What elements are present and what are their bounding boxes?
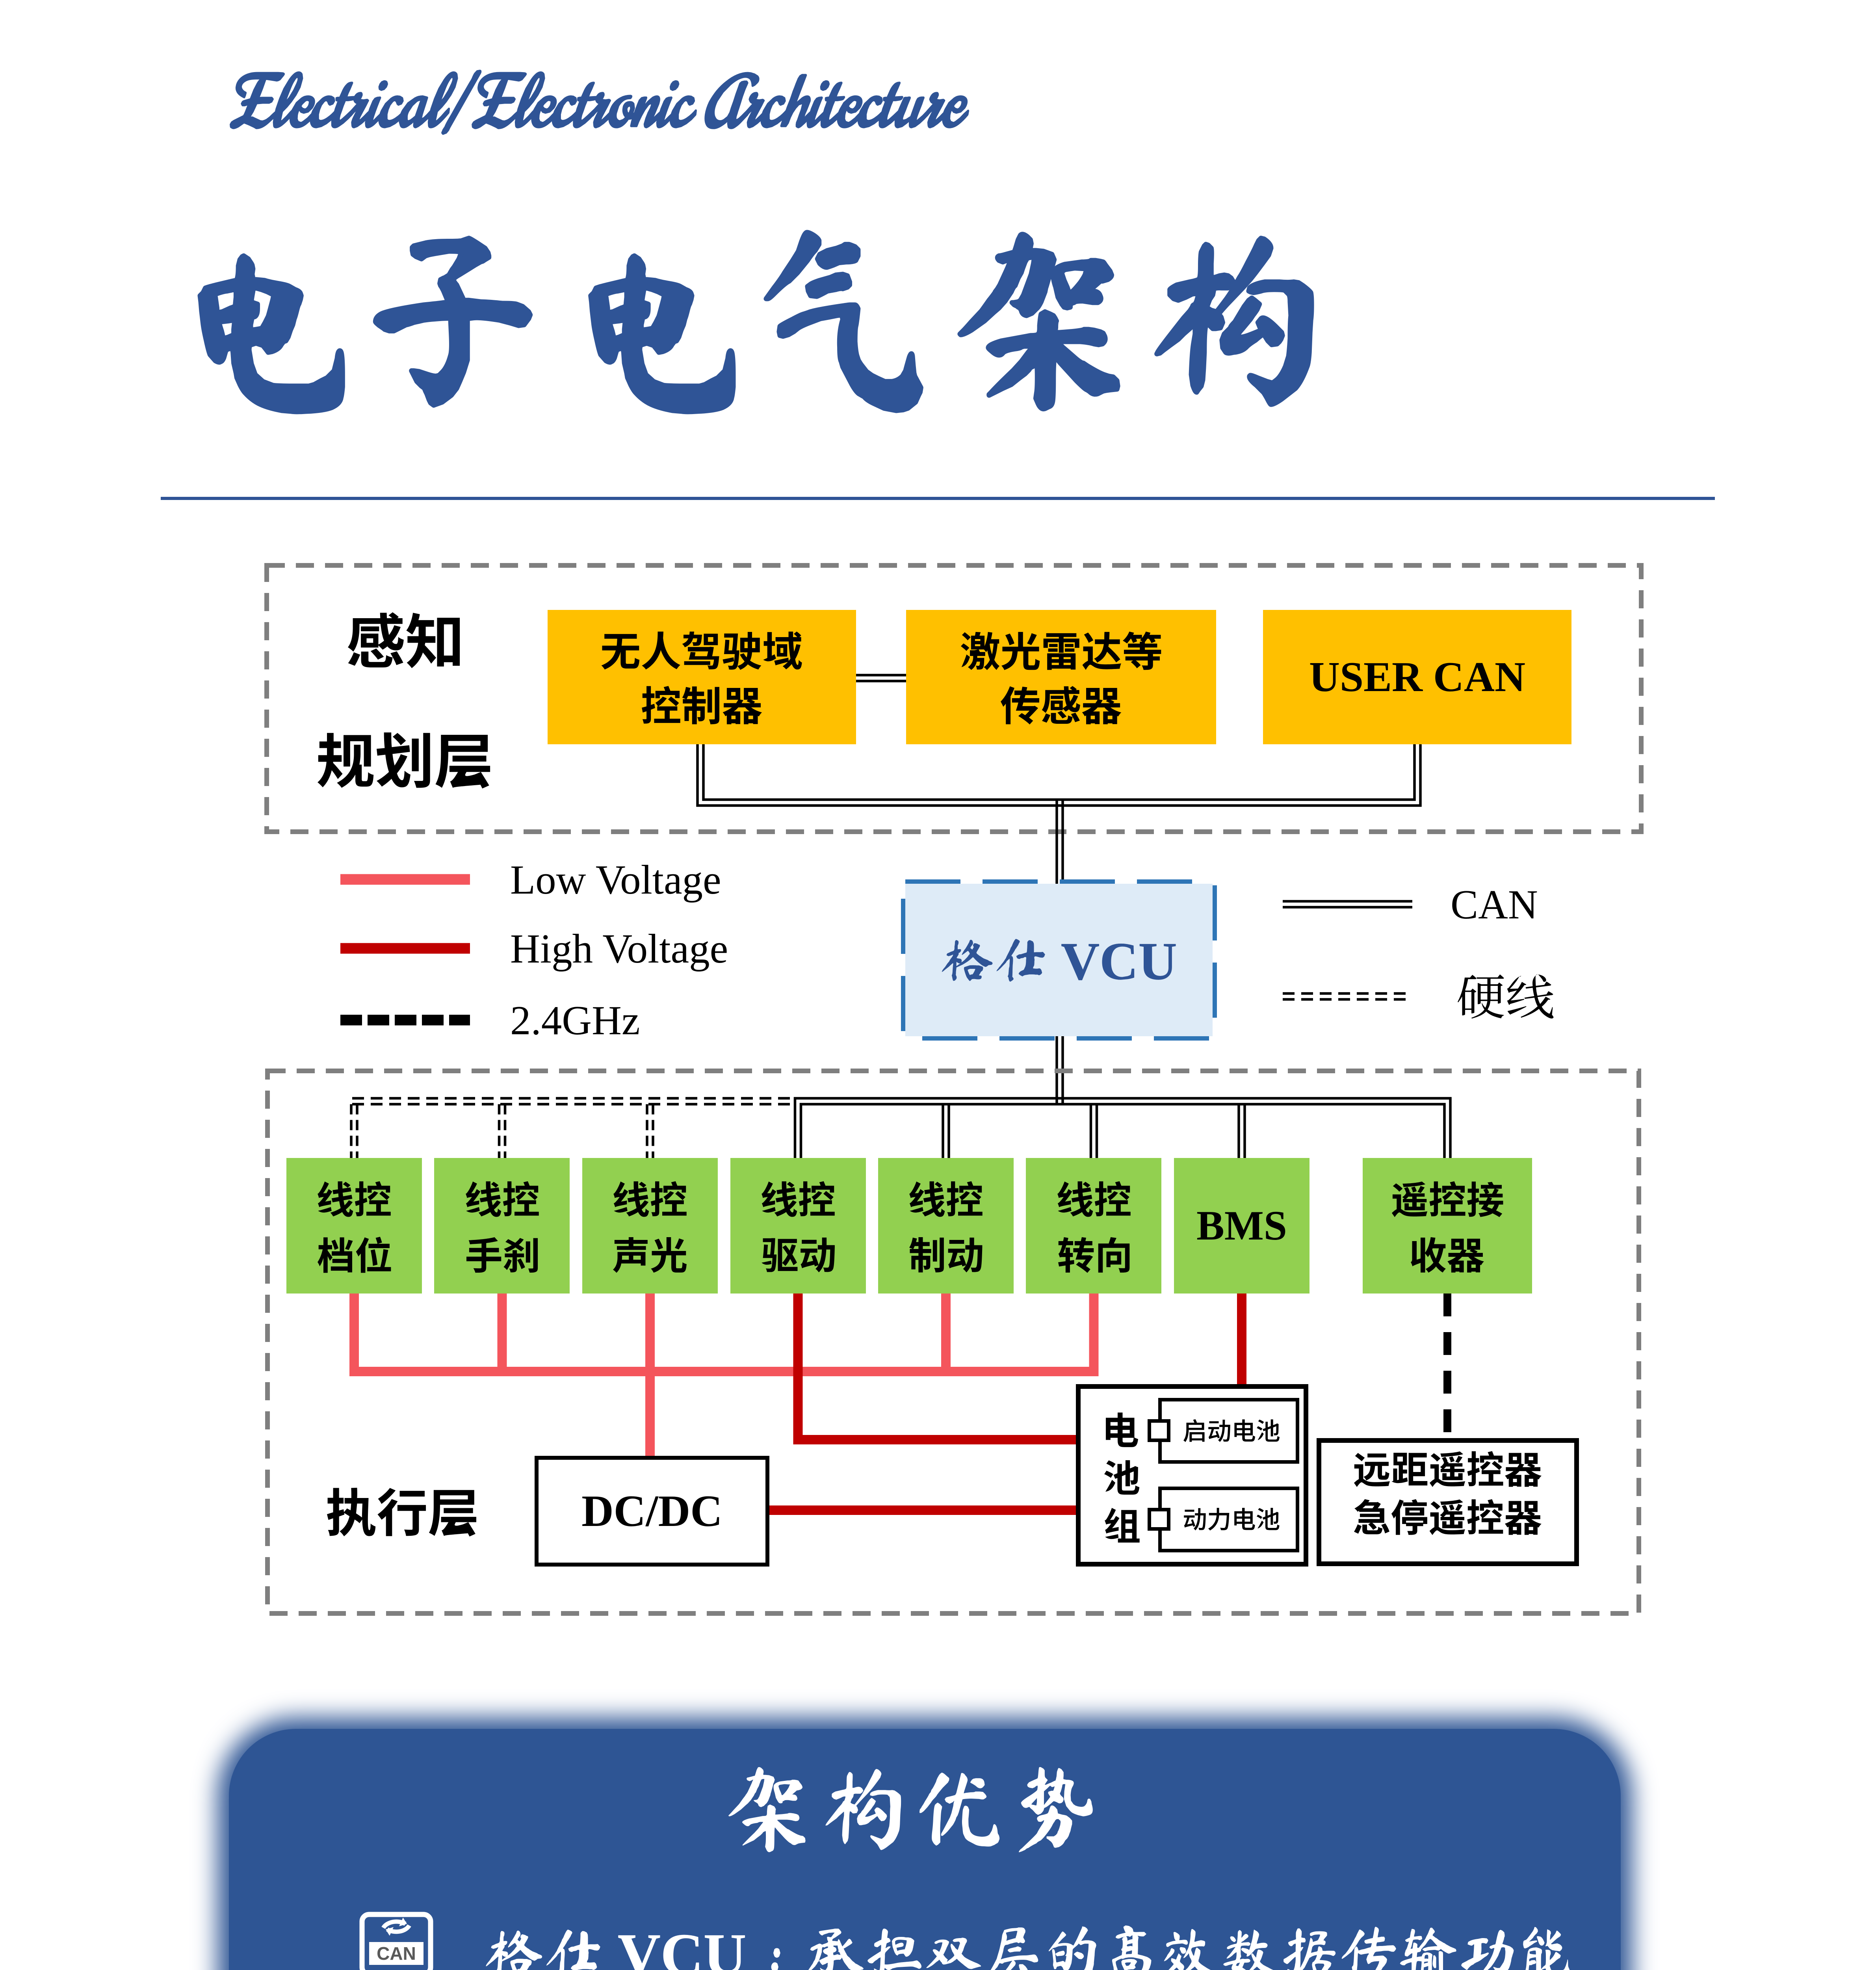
user-can-box-label: USER CAN bbox=[1309, 653, 1526, 701]
adas-domain-controller-box[interactable] bbox=[548, 610, 856, 744]
can-icon-label: CAN bbox=[377, 1943, 416, 1964]
legend-high-voltage-label: High Voltage bbox=[510, 925, 728, 972]
title-separator bbox=[161, 497, 1715, 500]
can-lower-bus bbox=[793, 1097, 1452, 1158]
can-lower-bus bbox=[799, 1103, 1446, 1158]
brake-by-wire-box[interactable] bbox=[878, 1158, 1014, 1294]
lightsound-by-wire-box[interactable] bbox=[582, 1158, 718, 1294]
can-upper-bus bbox=[702, 744, 1416, 801]
steer-by-wire-box[interactable] bbox=[1026, 1158, 1161, 1294]
legend-can-label: CAN bbox=[1451, 881, 1538, 927]
drive-by-wire-box[interactable] bbox=[730, 1158, 866, 1294]
legend-wireless-label: 2.4GHz bbox=[510, 997, 640, 1043]
battery-port-icon bbox=[1148, 1508, 1170, 1531]
can-file-icon: CAN bbox=[359, 1912, 433, 1970]
handbrake-by-wire-box[interactable] bbox=[434, 1158, 570, 1294]
execution-layer-frame bbox=[265, 1069, 1641, 1616]
high-voltage-drive-battery bbox=[793, 1294, 1076, 1444]
legend-low-voltage-label: Low Voltage bbox=[510, 856, 721, 903]
perception-layer-frame bbox=[264, 563, 1644, 834]
user-can-box[interactable] bbox=[1263, 610, 1571, 744]
low-voltage-bus bbox=[349, 1294, 1099, 1376]
dcdc-box[interactable] bbox=[535, 1456, 769, 1567]
dcdc-box-label: DC/DC bbox=[581, 1486, 723, 1536]
gear-by-wire-box[interactable] bbox=[286, 1158, 422, 1294]
can-upper-bus bbox=[696, 744, 1422, 807]
bms-box-label: BMS bbox=[1196, 1202, 1287, 1249]
bms-box[interactable] bbox=[1174, 1158, 1309, 1294]
advantages-panel bbox=[229, 1729, 1621, 1970]
remote-receiver-box[interactable] bbox=[1363, 1158, 1532, 1294]
battery-port-icon bbox=[1148, 1419, 1170, 1442]
